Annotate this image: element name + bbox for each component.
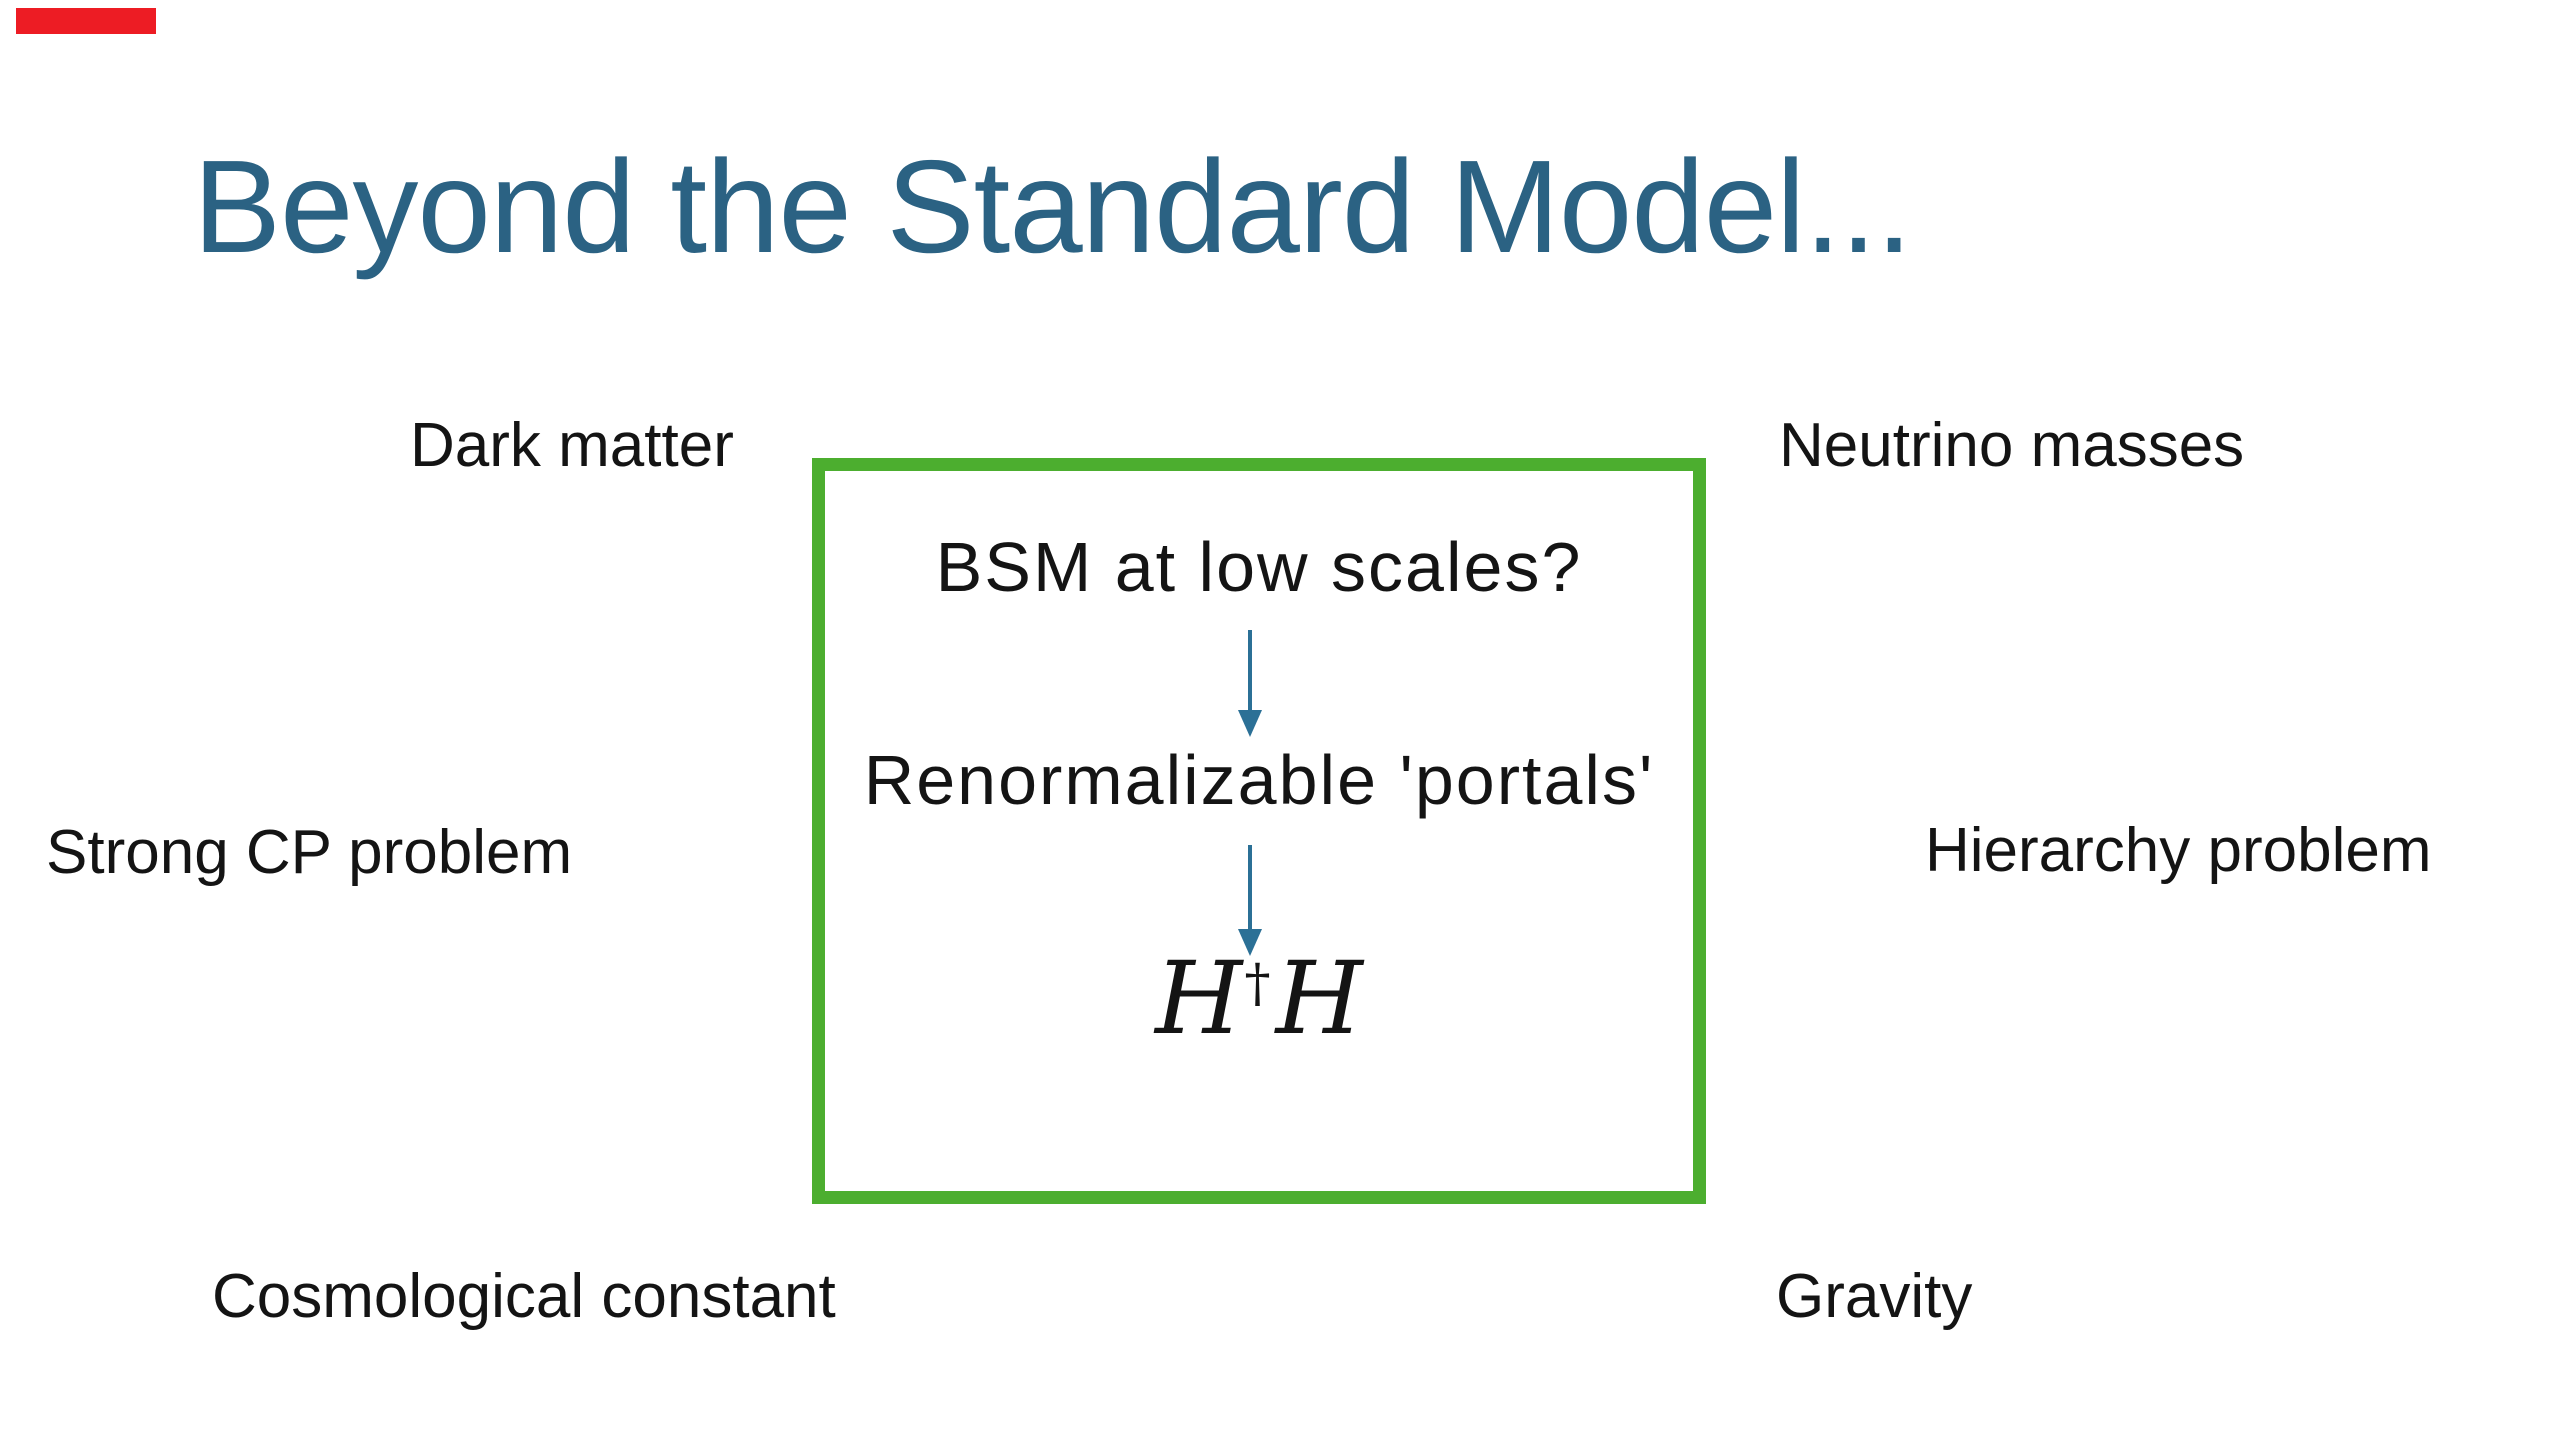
formula-h1: H	[1155, 940, 1243, 1057]
label-gravity: Gravity	[1776, 1262, 1973, 1331]
higgs-portal-formula: H†H	[825, 949, 1693, 1049]
down-arrow-icon	[1238, 630, 1262, 737]
label-neutrino-masses: Neutrino masses	[1779, 411, 2245, 480]
label-hierarchy-problem: Hierarchy problem	[1925, 816, 2432, 885]
box-answer-text: Renormalizable 'portals'	[863, 741, 1655, 819]
red-marker-bar	[16, 8, 156, 34]
slide-title: Beyond the Standard Model...	[193, 133, 1912, 280]
label-cosmological-constant: Cosmological constant	[212, 1262, 836, 1331]
box-question-text: BSM at low scales?	[935, 528, 1583, 606]
label-dark-matter: Dark matter	[410, 411, 734, 480]
formula-h2: H	[1275, 940, 1363, 1057]
portals-box: BSM at low scales? Renormalizable 'porta…	[812, 458, 1706, 1204]
label-strong-cp-problem: Strong CP problem	[46, 818, 573, 887]
dagger-superscript: †	[1244, 953, 1271, 1014]
down-arrow-icon	[1238, 845, 1262, 956]
